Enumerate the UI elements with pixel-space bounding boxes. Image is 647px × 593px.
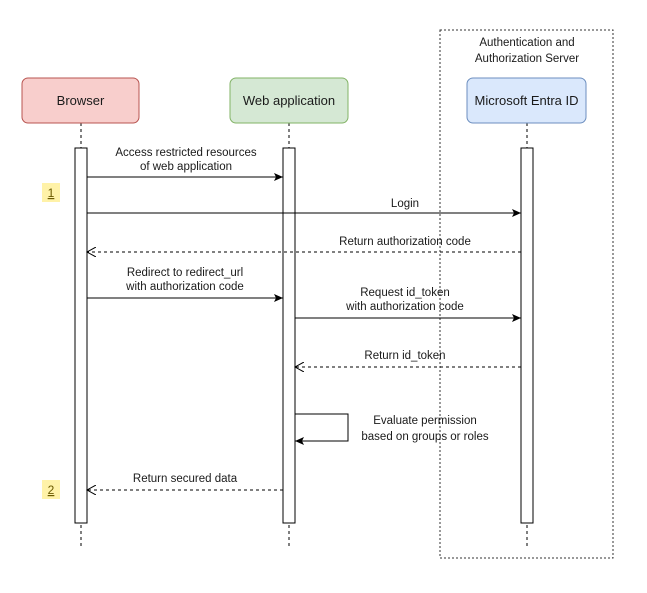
browser-label: Browser [57,93,105,108]
message-return-data: Return secured data [87,473,283,490]
access-label-line2: of web application [140,161,232,173]
step-badge-1: 1 [42,183,60,202]
webapp-actor: Web application [229,77,349,124]
redirect-label-line1: Redirect to redirect_url [127,267,243,279]
auth-server-boundary: Authentication and Authorization Server [439,29,614,559]
message-redirect: Redirect to redirect_url with authorizat… [87,267,283,302]
return-code-label: Return authorization code [339,236,471,248]
message-request-token: Request id_token with authorization code [295,287,521,322]
return-data-label: Return secured data [133,473,238,485]
step-badge-2: 2 [42,480,60,499]
step-1-label: 1 [48,186,55,200]
webapp-label: Web application [243,93,335,108]
access-label-line1: Access restricted resources [115,147,256,159]
login-label: Login [391,198,419,210]
message-access: Access restricted resources of web appli… [87,147,283,181]
step-2-label: 2 [48,483,55,497]
request-label-line2: with authorization code [345,301,464,313]
browser-actor: Browser [21,77,140,124]
request-label-line1: Request id_token [360,287,450,299]
webapp-activation [282,147,296,524]
message-return-token: Return id_token [295,350,521,367]
evaluate-label-line2: based on groups or roles [361,431,488,443]
evaluate-label-line1: Evaluate permission [373,415,477,427]
message-login: Login [87,198,521,217]
return-token-label: Return id_token [364,350,445,362]
redirect-label-line2: with authorization code [125,281,244,293]
browser-activation [74,147,88,524]
idp-activation [520,147,534,524]
idp-label: Microsoft Entra ID [474,93,578,108]
message-evaluate: Evaluate permission based on groups or r… [295,413,489,445]
idp-actor: Microsoft Entra ID [466,77,587,124]
boundary-title-line2: Authorization Server [475,53,579,65]
message-return-code: Return authorization code [87,236,521,252]
boundary-title-line1: Authentication and [479,37,574,49]
